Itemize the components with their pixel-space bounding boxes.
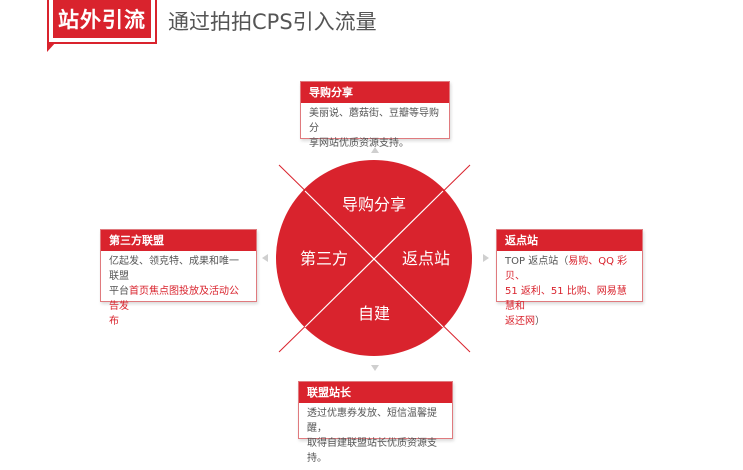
section-tag: 站外引流: [47, 0, 157, 52]
box-line: 享网站优质资源支持。: [309, 138, 409, 149]
box-rebate-site: 返点站 TOP 返点站（易购、QQ 彩贝、 51 返利、51 比购、网易慧慧和 …: [496, 229, 643, 327]
box-title-shopping-guide: 导购分享: [301, 82, 449, 103]
circle-label-top: 导购分享: [342, 195, 406, 214]
circle-label-right: 返点站: [402, 249, 450, 268]
box-line: TOP 返点站（: [505, 256, 569, 267]
arrow-up-icon: [371, 147, 379, 153]
page-title: 通过拍拍CPS引入流量: [168, 10, 377, 34]
arrow-left-icon: [262, 254, 268, 262]
box-third-party-alliance: 第三方联盟 亿起发、领克特、成果和唯一联盟 平台首页焦点图投放及活动公告发 布: [100, 229, 257, 327]
box-title-alliance-webmaster: 联盟站长: [299, 382, 452, 403]
box-title-third-party-alliance: 第三方联盟: [101, 230, 256, 251]
box-body-rebate-site: TOP 返点站（易购、QQ 彩贝、 51 返利、51 比购、网易慧慧和 返还网）: [497, 251, 642, 333]
box-line: 平台: [109, 286, 129, 297]
circle-divider-2: [304, 190, 444, 328]
arrow-right-icon: [483, 254, 489, 262]
box-alliance-webmaster: 联盟站长 透过优惠券发放、短信温馨提醒， 取得自建联盟站长优质资源支持。: [298, 381, 453, 464]
box-body-alliance-webmaster: 透过优惠券发放、短信温馨提醒， 取得自建联盟站长优质资源支持。: [299, 403, 452, 470]
box-body-shopping-guide: 美丽说、蘑菇街、豆瓣等导购分 享网站优质资源支持。: [301, 103, 449, 155]
box-line: ）: [535, 316, 545, 327]
box-line-highlight: 首页焦点图投放及活动公告发: [109, 286, 239, 312]
section-tag-label: 站外引流: [53, 0, 151, 38]
box-line-highlight: 51 返利、51 比购、网易慧慧和: [505, 286, 627, 312]
box-line-highlight: 布: [109, 316, 119, 327]
circle-label-bottom: 自建: [358, 304, 390, 323]
box-title-rebate-site: 返点站: [497, 230, 642, 251]
box-line-highlight: 返还网: [505, 316, 535, 327]
arrow-down-icon: [371, 365, 379, 371]
circle-label-left: 第三方: [300, 249, 348, 268]
cps-diagram: 导购分享 第三方 返点站 自建: [276, 160, 472, 356]
box-line: 美丽说、蘑菇街、豆瓣等导购分: [309, 108, 439, 134]
box-shopping-guide: 导购分享 美丽说、蘑菇街、豆瓣等导购分 享网站优质资源支持。: [300, 81, 450, 149]
box-line: 亿起发、领克特、成果和唯一联盟: [109, 256, 239, 282]
box-body-third-party-alliance: 亿起发、领克特、成果和唯一联盟 平台首页焦点图投放及活动公告发 布: [101, 251, 256, 333]
box-line-highlight: 易购、QQ 彩贝、: [505, 256, 628, 282]
section-tag-tail: [47, 42, 56, 52]
box-line: 透过优惠券发放、短信温馨提醒，: [307, 408, 437, 434]
box-line: 取得自建联盟站长优质资源支持。: [307, 438, 437, 464]
